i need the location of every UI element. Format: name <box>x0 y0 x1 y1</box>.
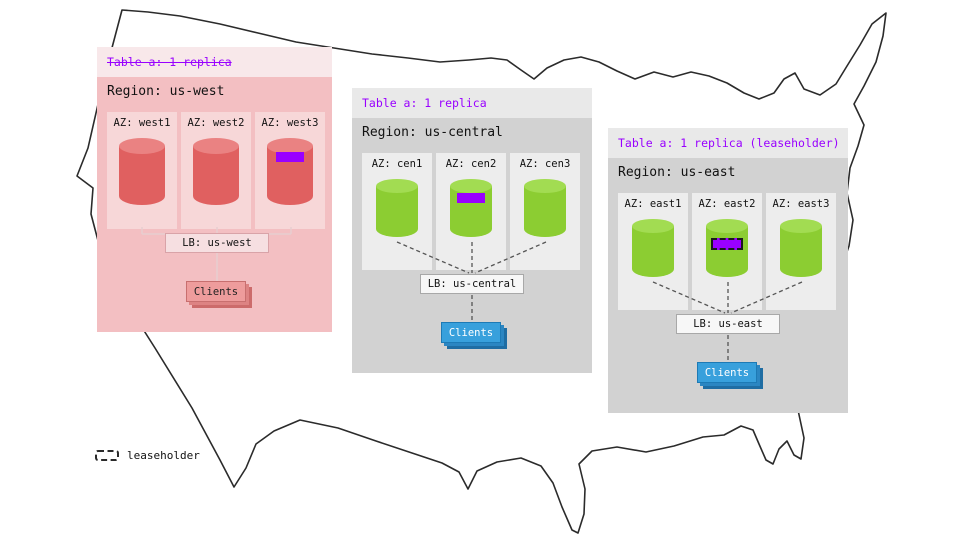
database-cylinder-icon <box>376 179 418 237</box>
clients-box: Clients <box>697 362 757 383</box>
replica-cylinder-wrap <box>374 177 420 243</box>
database-cylinder-icon <box>524 179 566 237</box>
az-row: AZ: west1 AZ: west2 AZ: west3 <box>107 112 325 229</box>
replica-cylinder-wrap <box>265 136 315 212</box>
az-label: AZ: east2 <box>698 198 756 210</box>
database-cylinder-icon <box>267 138 313 205</box>
region-body-us-central: Region: us-central AZ: cen1 AZ: cen2 <box>352 118 592 373</box>
az-box-east3: AZ: east3 <box>766 193 836 310</box>
region-panel-us-east: Table a: 1 replica (leaseholder) Region:… <box>608 128 848 413</box>
replica-cylinder-wrap <box>117 136 167 212</box>
table-replica-label: Table a: 1 replica <box>107 55 232 69</box>
az-label: AZ: west1 <box>113 117 171 129</box>
region-title: Region: us-west <box>107 84 225 99</box>
az-label: AZ: west3 <box>261 117 319 129</box>
az-box-east1: AZ: east1 <box>618 193 688 310</box>
az-label: AZ: cen1 <box>371 158 423 170</box>
region-panel-us-central: Table a: 1 replica Region: us-central AZ… <box>352 88 592 373</box>
database-cylinder-icon <box>193 138 239 205</box>
table-replica-header-us-east: Table a: 1 replica (leaseholder) <box>608 128 848 158</box>
az-row: AZ: east1 AZ: east2 AZ: east3 <box>618 193 836 310</box>
az-box-cen2: AZ: cen2 <box>436 153 506 270</box>
az-box-west2: AZ: west2 <box>181 112 251 229</box>
replica-cylinder-wrap <box>522 177 568 243</box>
load-balancer-box: LB: us-west <box>165 233 269 253</box>
az-box-cen3: AZ: cen3 <box>510 153 580 270</box>
az-label: AZ: east3 <box>772 198 830 210</box>
clients-box: Clients <box>186 281 246 302</box>
az-row: AZ: cen1 AZ: cen2 AZ: cen3 <box>362 153 580 270</box>
leaseholder-legend-icon <box>95 450 119 461</box>
database-cylinder-icon <box>119 138 165 205</box>
az-label: AZ: cen2 <box>445 158 497 170</box>
region-body-us-east: Region: us-east AZ: east1 AZ: east2 <box>608 158 848 413</box>
az-label: AZ: east1 <box>624 198 682 210</box>
database-cylinder-icon <box>632 219 674 277</box>
replica-cylinder-wrap <box>704 217 750 283</box>
az-box-west3: AZ: west3 <box>255 112 325 229</box>
leaseholder-range-marker <box>711 238 743 250</box>
database-cylinder-icon <box>450 179 492 237</box>
replica-cylinder-wrap <box>448 177 494 243</box>
table-replica-label: Table a: 1 replica <box>362 96 487 110</box>
load-balancer-box: LB: us-east <box>676 314 780 334</box>
replica-cylinder-wrap <box>778 217 824 283</box>
replica-range-marker <box>276 152 304 162</box>
table-replica-header-us-central: Table a: 1 replica <box>352 88 592 118</box>
region-title: Region: us-east <box>618 165 736 180</box>
region-panel-us-west: Table a: 1 replica Region: us-west AZ: w… <box>97 47 332 332</box>
clients-box: Clients <box>441 322 501 343</box>
az-box-cen1: AZ: cen1 <box>362 153 432 270</box>
az-label: AZ: cen3 <box>519 158 571 170</box>
region-title: Region: us-central <box>362 125 503 140</box>
region-body-us-west: Region: us-west AZ: west1 AZ: west2 <box>97 77 332 332</box>
table-replica-label: Table a: 1 replica (leaseholder) <box>618 136 840 150</box>
load-balancer-box: LB: us-central <box>420 274 524 294</box>
az-label: AZ: west2 <box>187 117 245 129</box>
az-box-east2: AZ: east2 <box>692 193 762 310</box>
az-box-west1: AZ: west1 <box>107 112 177 229</box>
legend: leaseholder <box>95 449 200 462</box>
table-replica-header-us-west: Table a: 1 replica <box>97 47 332 77</box>
replica-cylinder-wrap <box>191 136 241 212</box>
legend-label: leaseholder <box>127 449 200 462</box>
replica-range-marker <box>457 193 485 203</box>
replica-cylinder-wrap <box>630 217 676 283</box>
database-cylinder-icon <box>780 219 822 277</box>
